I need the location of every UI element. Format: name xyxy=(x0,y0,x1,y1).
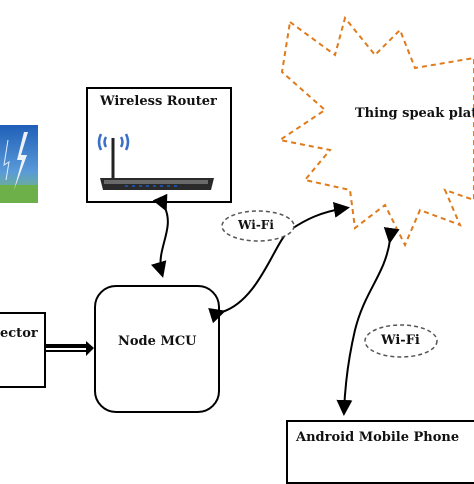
detector-nodemcu-link xyxy=(46,341,94,356)
cloud-shape xyxy=(277,15,474,248)
router-label: Wireless Router xyxy=(100,94,217,109)
cloud-label: Thing speak platfo xyxy=(355,106,474,121)
wireless-router-icon xyxy=(97,133,214,190)
wifi-label-2: Wi-Fi xyxy=(381,333,420,348)
nodemcu-label: Node MCU xyxy=(118,334,197,349)
diagram-canvas xyxy=(0,15,474,416)
router-nodemcu-link xyxy=(150,193,169,278)
detector-label: ector xyxy=(0,326,38,341)
wifi-label-1: Wi-Fi xyxy=(238,218,274,232)
phone-label: Android Mobile Phone xyxy=(296,430,460,445)
wifi-bubble-1 xyxy=(221,210,295,242)
cloud-phone-link xyxy=(336,226,400,416)
wifi-bubble-2 xyxy=(364,324,438,358)
router-box xyxy=(86,87,232,203)
nodemcu-box xyxy=(94,285,220,413)
detector-box xyxy=(0,312,46,388)
lightning-image xyxy=(0,125,38,203)
